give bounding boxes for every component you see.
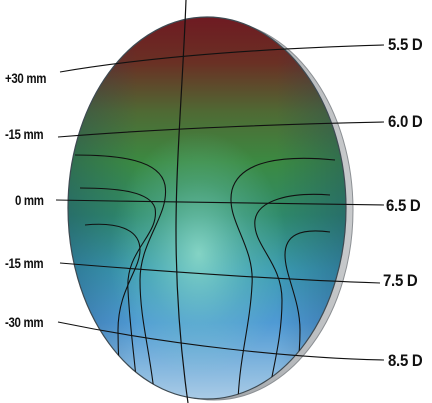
distance-label-minus30: -30 mm xyxy=(5,314,44,330)
vertical-axis-line xyxy=(175,0,189,403)
power-label-8-5: 8.5 D xyxy=(388,351,423,370)
power-label-7-5: 7.5 D xyxy=(383,271,418,290)
power-label-5-5: 5.5 D xyxy=(388,35,423,54)
leader-lines xyxy=(55,44,385,361)
power-label-6-0: 6.0 D xyxy=(388,112,423,131)
contour-left-outer xyxy=(74,154,167,399)
leader-line-minus15b xyxy=(59,262,381,284)
contour-right-mid xyxy=(254,193,331,399)
leader-line-plus30 xyxy=(59,44,385,73)
distance-label-minus15-upper: -15 mm xyxy=(5,126,44,142)
distance-label-plus30: +30 mm xyxy=(5,70,47,86)
leader-line-minus15a xyxy=(57,121,385,138)
power-label-6-5: 6.5 D xyxy=(386,196,421,215)
lens-face xyxy=(67,16,347,400)
leader-line-zero xyxy=(55,199,385,206)
distance-label-zero: 0 mm xyxy=(15,192,44,208)
leader-line-minus30 xyxy=(57,321,385,361)
contour-right-outer xyxy=(230,157,336,399)
distance-label-minus15-lower: -15 mm xyxy=(5,255,44,271)
